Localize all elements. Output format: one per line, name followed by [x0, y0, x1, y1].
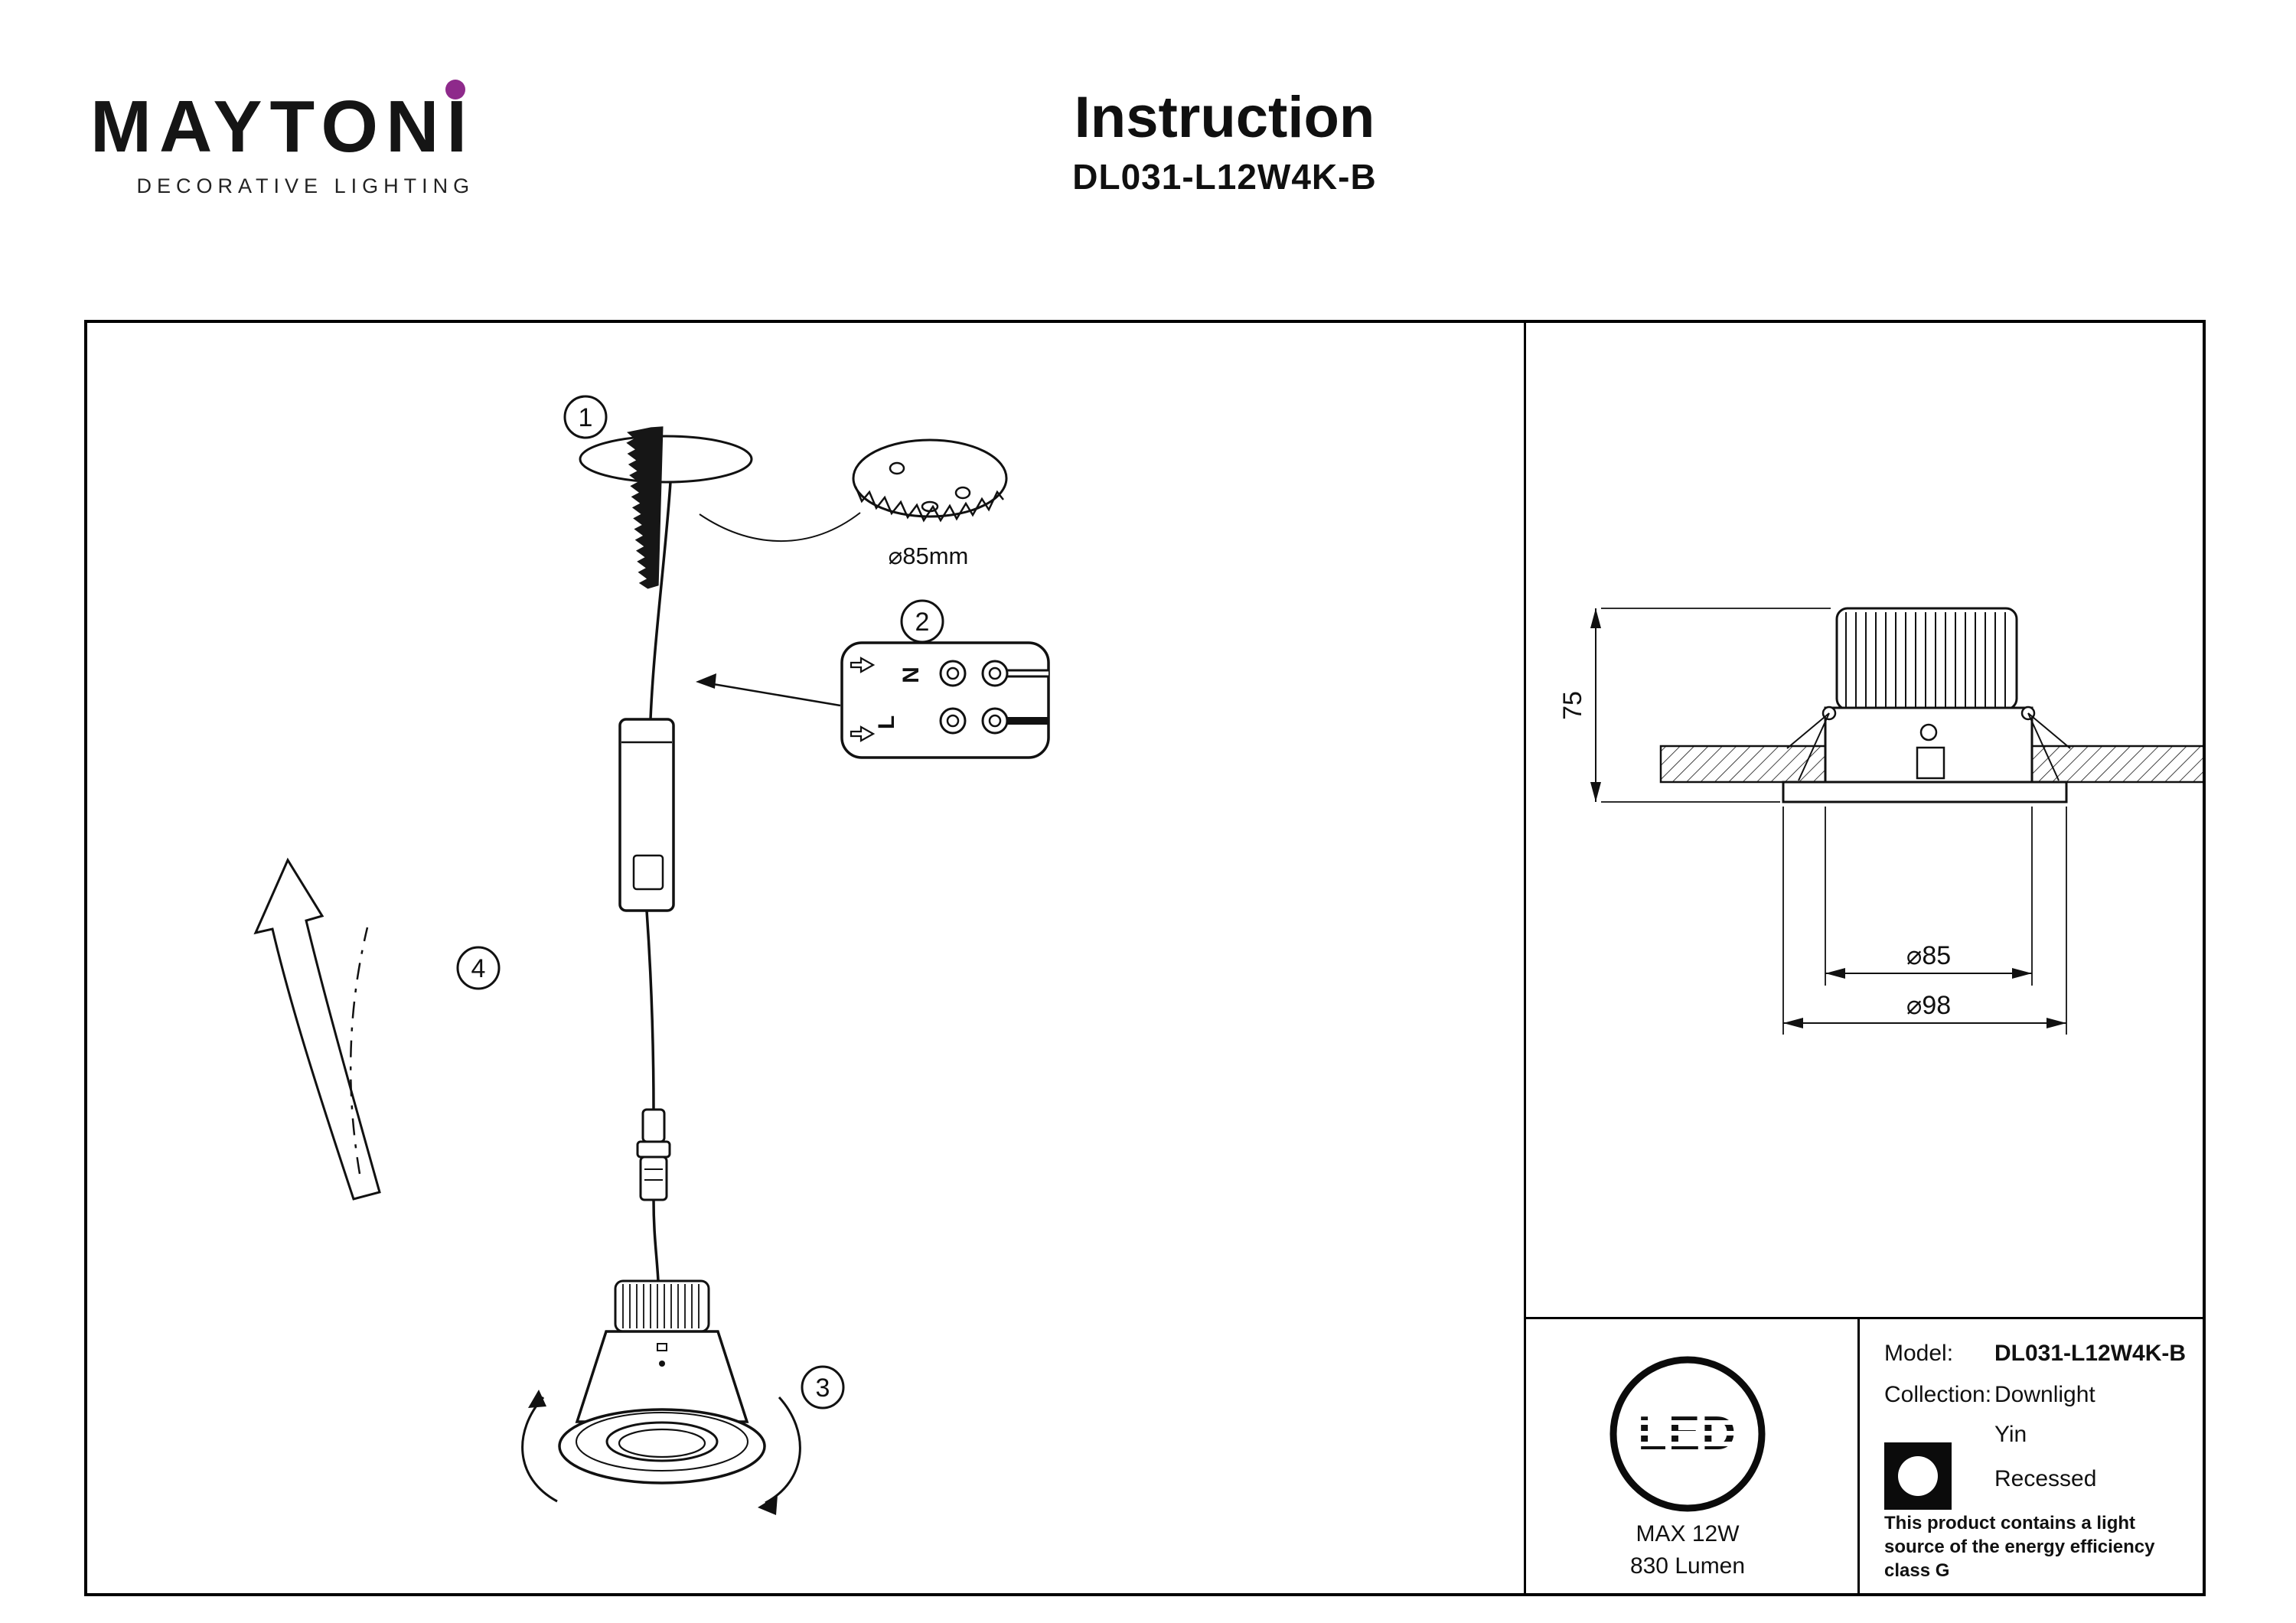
model-number: DL031-L12W4K-B	[1072, 156, 1377, 197]
fixture-section	[1782, 607, 2071, 803]
step2-number: 2	[915, 608, 930, 637]
led-badge: LED MAX 12W 830 Lumen	[1609, 1356, 1766, 1579]
downlight-fixture	[558, 1279, 766, 1484]
hole-saw-icon	[852, 438, 1008, 523]
terminal-n-label: N	[899, 666, 924, 683]
hole-saw-leader	[699, 512, 861, 542]
installation-diagram: 1 ⌀85mm	[253, 395, 1050, 1515]
content-frame: 1 ⌀85mm	[84, 320, 2206, 1596]
lamp-cable	[652, 1199, 660, 1282]
recessed-mount-icon	[1884, 1442, 1952, 1510]
document-header: Instruction DL031-L12W4K-B	[880, 86, 1569, 197]
step4-number: 4	[471, 954, 486, 983]
lamp-opening	[605, 1421, 719, 1462]
series-name: Yin	[1994, 1422, 2027, 1447]
brand-name: MAYTONI	[90, 80, 475, 164]
lamp-body	[575, 1330, 749, 1423]
step1-number: 1	[579, 403, 593, 432]
model-field-label: Model:	[1884, 1341, 1954, 1366]
body-section	[1824, 706, 2033, 784]
terminal-l-label: L	[874, 715, 899, 729]
rotate-arrow-left	[521, 1396, 558, 1503]
height-label: 75	[1558, 691, 1587, 720]
recessed-hole-shape	[1898, 1456, 1938, 1496]
connector-leader	[703, 681, 841, 707]
step4-group: 4	[253, 857, 501, 1201]
outer-diameter-label: ⌀98	[1906, 991, 1951, 1020]
cutout-dimension: ⌀85	[1825, 807, 2033, 986]
insertion-dashdot-line	[349, 927, 369, 1175]
connector-arrow-icon	[850, 725, 876, 742]
driver-cable	[645, 910, 655, 1110]
brand-logo: MAYTONI DECORATIVE LIGHTING	[90, 80, 475, 198]
trim-flange-section	[1782, 781, 2068, 803]
collection-field-label: Collection:	[1884, 1382, 1992, 1407]
mains-cable	[649, 481, 672, 720]
heatsink-section-fins	[1845, 612, 2006, 707]
step2-group: 2	[696, 599, 1050, 759]
rotate-arrow-right	[765, 1396, 801, 1504]
trim-ring-face	[576, 1412, 748, 1471]
model-field-value: DL031-L12W4K-B	[1994, 1341, 2187, 1366]
ceiling-section-right	[2030, 745, 2206, 784]
heatsink-section	[1835, 607, 2018, 711]
dimension-drawing: 75 ⌀85 ⌀98	[1558, 607, 2206, 1035]
mounting-type: Recessed	[1994, 1466, 2097, 1491]
brand-tagline: DECORATIVE LIGHTING	[136, 174, 475, 197]
installation-panel: 1 ⌀85mm	[87, 323, 1526, 1593]
step3-number: 3	[816, 1374, 830, 1403]
lumen-label: 830 Lumen	[1630, 1553, 1745, 1579]
led-spec-panel: LED MAX 12W 830 Lumen	[1526, 1319, 1860, 1593]
heatsink-fins	[622, 1284, 700, 1328]
dimension-panel: 75 ⌀85 ⌀98	[1526, 323, 2206, 1319]
connector-leader-arrowhead	[696, 673, 716, 689]
spring-clips	[1786, 706, 2071, 781]
led-driver	[618, 718, 675, 912]
wire-connector: N L	[840, 641, 1050, 759]
page-title: Instruction	[1074, 85, 1375, 150]
insertion-arrow-icon	[253, 857, 381, 1201]
height-dimension: 75	[1558, 608, 1831, 803]
ceiling-section-left	[1659, 745, 1827, 784]
step3-group: 3	[521, 1365, 845, 1515]
outer-dimension: ⌀98	[1782, 807, 2067, 1035]
max-power-label: MAX 12W	[1636, 1521, 1740, 1546]
step1-group: 1 ⌀85mm	[563, 395, 1008, 589]
cutout-diameter-label: ⌀85	[1906, 941, 1951, 970]
saw-icon	[626, 426, 664, 589]
collection-field-value: Downlight	[1994, 1382, 2095, 1407]
product-info-panel: Model: DL031-L12W4K-B Collection: Downli…	[1860, 1319, 2203, 1593]
dc-connector	[636, 1108, 671, 1201]
brand-text: MAYTONI	[90, 86, 475, 168]
brand-dot-icon	[445, 80, 466, 99]
connector-arrow-icon	[850, 657, 876, 673]
energy-class-note: This product contains a light source of …	[1884, 1513, 2155, 1582]
hole-diameter-label: ⌀85mm	[889, 543, 969, 569]
ceiling-cutout	[579, 435, 753, 484]
